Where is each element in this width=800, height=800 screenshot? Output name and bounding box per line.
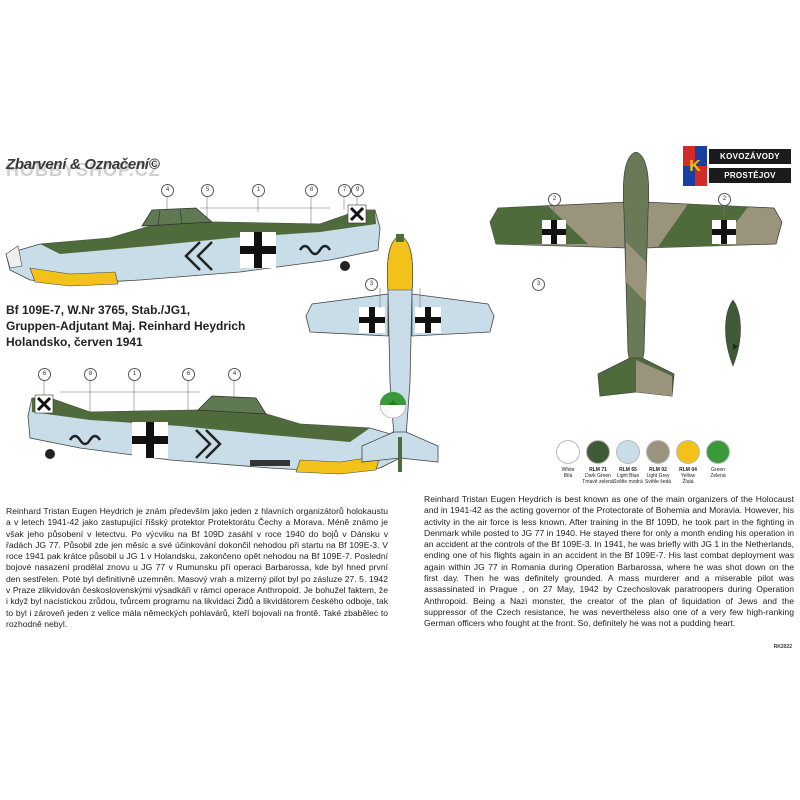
swatch-dot	[556, 440, 580, 464]
aircraft-underside-plan	[305, 234, 495, 472]
left-wing-cross	[359, 307, 385, 333]
caption-line-1: Bf 109E-7, W.Nr 3765, Stab./JG1,	[6, 303, 191, 317]
chevron-marking-bottom	[195, 429, 212, 459]
callout-8b: 8	[84, 368, 97, 381]
kovozavody-logo: K KOVOZÁVODY PROSTĚJOV	[683, 146, 791, 186]
left-wing-cross-upper	[542, 220, 566, 244]
swatch-dot	[706, 440, 730, 464]
callout-6: 6	[38, 368, 51, 381]
swatch-rlm65: RLM 65 Light Blue Světle modrá	[613, 440, 643, 485]
swatch-sublabel: Dark Green	[585, 473, 611, 479]
history-text-english: Reinhard Tristan Eugen Heydrich is best …	[424, 494, 794, 629]
swatch-label: RLM 02	[649, 467, 667, 473]
swatch-sublabel-cz: Světle šedá	[644, 479, 672, 485]
yellow-cowling	[29, 267, 119, 287]
swatch-dot	[676, 440, 700, 464]
callout-6b: 6	[182, 368, 195, 381]
exhaust-bottom	[250, 460, 290, 466]
swatch-label: White	[561, 467, 575, 473]
swatch-sublabel-cz: Světle modrá	[613, 479, 643, 485]
copyright-symbol: ©	[148, 156, 160, 173]
swatch-sublabel: Yellow	[680, 473, 696, 479]
page-heading: Zbarvení & Označení©	[6, 156, 160, 173]
aircraft-side-profile-bottom	[27, 378, 405, 475]
fuselage-cross-bottom	[132, 422, 168, 458]
history-text-czech: Reinhard Tristan Eugen Heydrich je znám …	[6, 506, 388, 629]
swatch-sublabel-cz: Tmavě zelená	[582, 479, 614, 485]
right-wing-cross	[415, 307, 441, 333]
tail-emblem-bottom	[34, 394, 54, 414]
callout-7: 7	[338, 184, 351, 197]
callout-9: 9	[351, 184, 364, 197]
tail-wheel	[340, 261, 350, 271]
swatch-label: RLM 04	[679, 467, 697, 473]
spinner	[5, 245, 23, 269]
swatch-sublabel: Light Blue	[616, 473, 640, 479]
swatch-label: RLM 65	[619, 467, 637, 473]
caption-line-3: Holandsko, červen 1941	[6, 335, 143, 349]
swatch-rlm02: RLM 02 Light Grey Světle šedá	[645, 440, 671, 485]
callout-2: 2	[548, 193, 561, 206]
brand-line-2: PROSTĚJOV	[709, 168, 791, 183]
color-legend: White Bílá RLM 71 Dark Green Tmavě zelen…	[556, 440, 796, 490]
callout-4b: 4	[228, 368, 241, 381]
swatch-dot	[646, 440, 670, 464]
tail-emblem-top	[347, 204, 367, 224]
swatch-dot	[616, 440, 640, 464]
spinner-front-view	[379, 391, 407, 419]
swatch-white: White Bílá	[556, 440, 580, 479]
swatch-sublabel: Zelená	[710, 473, 726, 479]
yellow-nose-underside	[387, 235, 413, 291]
swatch-dot	[586, 440, 610, 464]
fuselage-cross-top	[240, 232, 276, 268]
swatch-rlm04: RLM 04 Yellow Žlutá	[676, 440, 700, 485]
right-wing-cross-upper	[712, 220, 736, 244]
shield-logo-icon: K	[683, 146, 707, 186]
chevron-marking	[184, 241, 201, 271]
callout-3b: 3	[532, 278, 545, 291]
swatch-sublabel: Light Grey	[646, 473, 670, 479]
heading-text: Zbarvení & Označení	[6, 156, 149, 173]
callout-8: 8	[305, 184, 318, 197]
swatch-rlm71: RLM 71 Dark Green Tmavě zelená	[582, 440, 614, 485]
swatch-label: RLM 71	[589, 467, 607, 473]
aircraft-side-profile-top	[5, 192, 381, 287]
callout-3: 3	[365, 278, 378, 291]
spinner-detail	[725, 299, 741, 367]
swatch-green: Green Zelená	[706, 440, 730, 479]
svg-text:K: K	[689, 158, 701, 175]
canopy-bottom	[197, 395, 267, 415]
callout-5: 5	[201, 184, 214, 197]
document-code: RK2022	[773, 644, 792, 650]
swatch-sublabel-cz: Žlutá	[682, 479, 694, 485]
callout-2b: 2	[718, 193, 731, 206]
upper-camouflage-bottom	[32, 398, 370, 442]
upper-camouflage	[40, 210, 376, 254]
callout-1b: 1	[128, 368, 141, 381]
aircraft-caption: Bf 109E-7, W.Nr 3765, Stab./JG1, Gruppen…	[6, 302, 246, 350]
watermark-text: HOBBYSHOP.CZ	[6, 160, 161, 180]
callout-4: 4	[161, 184, 174, 197]
swatch-label: Green	[711, 467, 725, 473]
wavy-bar-marking	[298, 244, 332, 256]
brand-line-1: KOVOZÁVODY	[709, 149, 791, 164]
yellow-cowling-bottom	[295, 455, 381, 475]
caption-line-2: Gruppen-Adjutant Maj. Reinhard Heydrich	[6, 319, 246, 333]
wavy-bar-marking-bottom	[68, 434, 102, 446]
swatch-sublabel: Bílá	[563, 473, 573, 479]
aircraft-upper-plan	[489, 152, 783, 397]
tail-wheel-bottom	[45, 449, 55, 459]
callout-1: 1	[252, 184, 265, 197]
